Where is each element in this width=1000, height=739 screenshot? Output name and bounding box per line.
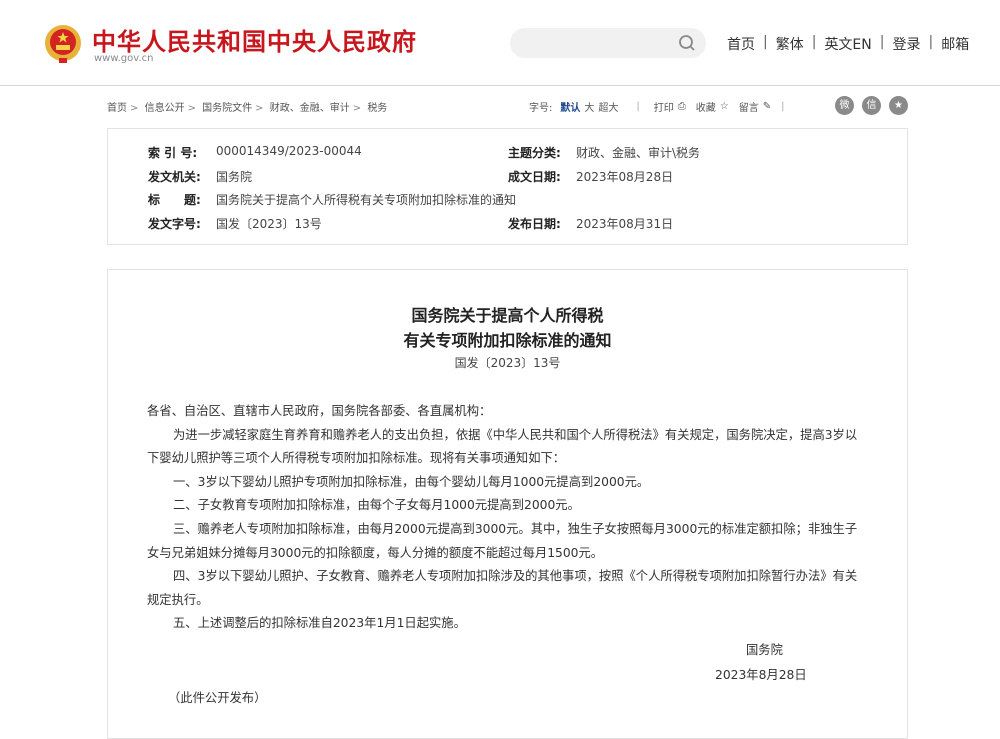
printer-icon[interactable]: ⎙ <box>677 101 686 112</box>
paragraph: 一、3岁以下婴幼儿照护专项附加扣除标准，由每个婴幼儿每月1000元提高到2000… <box>173 474 650 489</box>
index-value: 000014349/2023-00044 <box>216 144 362 158</box>
paragraph: 为进一步减轻家庭生育养育和赡养老人的支出负担，依据《中华人民共和国个人所得税法》… <box>147 427 858 466</box>
breadcrumb-info[interactable]: 信息公开 <box>144 103 185 114</box>
favorite-button[interactable]: 收藏 <box>695 103 716 114</box>
breadcrumb-home[interactable]: 首页 <box>107 103 127 114</box>
nav-separator: | <box>879 34 885 50</box>
nav-traditional[interactable]: 繁体 <box>775 37 804 53</box>
article-title-line2: 有关专项附加扣除标准的通知 <box>403 331 612 350</box>
breadcrumb-docs[interactable]: 国务院文件 <box>202 103 253 114</box>
signer: 国务院 <box>746 643 783 657</box>
page-tools: 字号: 默认 大 超大 | 打印⎙ 收藏☆ 留言✎ | <box>529 101 785 114</box>
weibo-icon[interactable]: 微 <box>835 96 854 115</box>
issuer-label: 发文机关: <box>148 170 201 184</box>
font-size-label: 字号: <box>529 103 553 114</box>
paragraph: 四、3岁以下婴幼儿照护、子女教育、赡养老人专项附加扣除涉及的其他事项，按照《个人… <box>147 569 858 607</box>
star-icon[interactable]: ☆ <box>719 101 729 112</box>
breadcrumb-tax[interactable]: 税务 <box>367 103 388 114</box>
pencil-icon[interactable]: ✎ <box>762 101 772 112</box>
title-label: 标 题: <box>148 193 201 207</box>
document-info-box: 索 引 号: 000014349/2023-00044 主题分类: 财政、金融、审计… <box>107 128 908 245</box>
breadcrumb-finance[interactable]: 财政、金融、审计 <box>269 103 350 114</box>
article-body: 各省、自治区、直辖市人民政府，国务院各部委、各直属机构： 为进一步减轻家庭生育养… <box>147 400 863 636</box>
font-xlarge-button[interactable]: 超大 <box>598 103 619 114</box>
article: 国务院关于提高个人所得税 有关专项附加扣除标准的通知 国发〔2023〕13号 各… <box>107 269 908 739</box>
topic-label: 主题分类: <box>508 146 561 160</box>
qzone-icon[interactable]: ★ <box>889 96 908 115</box>
nav-home[interactable]: 首页 <box>727 37 755 53</box>
top-nav: 首页 | 繁体 | 英文EN | 登录 | 邮箱 <box>727 34 969 54</box>
national-emblem-icon[interactable] <box>44 24 82 64</box>
nav-mail[interactable]: 邮箱 <box>941 37 970 53</box>
paragraph: 三、赡养老人专项附加扣除标准，由每月2000元提高到3000元。其中，独生子女按… <box>147 521 858 560</box>
nav-separator: | <box>928 34 934 50</box>
salutation: 各省、自治区、直辖市人民政府，国务院各部委、各直属机构： <box>147 404 492 418</box>
publish-date-value: 2023年08月31日 <box>576 217 674 231</box>
issuer-value: 国务院 <box>216 170 253 184</box>
site-header: 中华人民共和国中央人民政府 www.gov.cn 首页 | 繁体 | 英文EN | 登… <box>0 0 1000 86</box>
index-label: 索 引 号: <box>148 146 198 160</box>
article-title-line1: 国务院关于提高个人所得税 <box>411 306 604 325</box>
font-default-button[interactable]: 默认 <box>560 103 581 114</box>
site-url[interactable]: www.gov.cn <box>94 53 154 64</box>
topic-value: 财政、金融、审计\税务 <box>576 146 701 160</box>
breadcrumb: 首页> 信息公开> 国务院文件> 财政、金融、审计> 税务 <box>107 103 388 114</box>
paragraph: 二、子女教育专项附加扣除标准，由每个子女每月1000元提高到2000元。 <box>173 498 580 513</box>
search-input[interactable] <box>510 28 706 58</box>
nav-english[interactable]: 英文EN <box>824 37 872 53</box>
site-title[interactable]: 中华人民共和国中央人民政府 <box>92 28 417 56</box>
doc-number-value: 国发〔2023〕13号 <box>216 217 322 231</box>
nav-separator: | <box>763 34 768 50</box>
title-value: 国务院关于提高个人所得税有关专项附加扣除标准的通知 <box>216 193 517 207</box>
print-button[interactable]: 打印 <box>653 103 674 114</box>
font-large-button[interactable]: 大 <box>584 103 595 114</box>
written-date-value: 2023年08月28日 <box>576 170 674 184</box>
search-icon[interactable] <box>678 34 696 52</box>
article-doc-number: 国发〔2023〕13号 <box>454 356 561 370</box>
nav-login[interactable]: 登录 <box>892 37 921 53</box>
paragraph: 五、上述调整后的扣除标准自2023年1月1日起实施。 <box>173 616 466 631</box>
publish-note: （此件公开发布） <box>168 691 267 705</box>
nav-separator: | <box>811 34 817 50</box>
sign-date: 2023年8月28日 <box>715 668 807 682</box>
comment-button[interactable]: 留言 <box>738 103 759 114</box>
publish-date-label: 发布日期: <box>508 217 561 231</box>
wechat-icon[interactable]: 信 <box>862 96 881 115</box>
doc-number-label: 发文字号: <box>148 217 201 231</box>
written-date-label: 成文日期: <box>508 170 561 184</box>
